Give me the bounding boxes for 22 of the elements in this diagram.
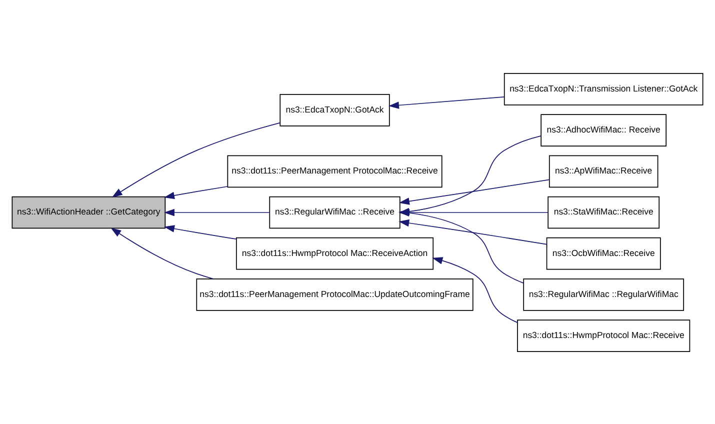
arrow	[110, 227, 214, 279]
node-box: ns3::StaWifiMac::Receive	[548, 196, 660, 228]
arrow	[164, 224, 237, 240]
node-box: ns3::EdcaTxopN::Transmission Listener::GotAck	[504, 72, 704, 105]
node-box: ns3::ApWifiMac::Receive	[548, 154, 658, 188]
node-box: ns3::RegularWifiMac ::Receive	[269, 196, 400, 228]
arrow	[398, 178, 550, 204]
node-box: ns3::dot11s::HwmpProtocol Mac::ReceiveAction	[236, 236, 434, 270]
node-box: ns3::OcbWifiMac::Receive	[546, 236, 661, 270]
arrow	[398, 218, 547, 244]
arrow	[432, 256, 518, 322]
node-box: ns3::RegularWifiMac ::RegularWifiMac	[523, 278, 684, 310]
arrow	[388, 96, 504, 108]
node-box: ns3::WifiActionHeader ::GetCategory	[12, 196, 166, 228]
node-box: ns3::dot11s::PeerManagement ProtocolMac::UpdateOutcomingFrame	[196, 278, 474, 310]
node-box: ns3::EdcaTxopN::GotAck	[280, 94, 390, 126]
arrow	[164, 208, 270, 216]
arrow	[112, 122, 280, 197]
arrow	[164, 186, 228, 199]
node-box: ns3::dot11s::HwmpProtocol Mac::Receive	[517, 319, 690, 352]
node-box: ns3::AdhocWifiMac:: Receive	[540, 114, 667, 146]
node-box: ns3::dot11s::PeerManagement ProtocolMac::Receive	[227, 154, 442, 188]
